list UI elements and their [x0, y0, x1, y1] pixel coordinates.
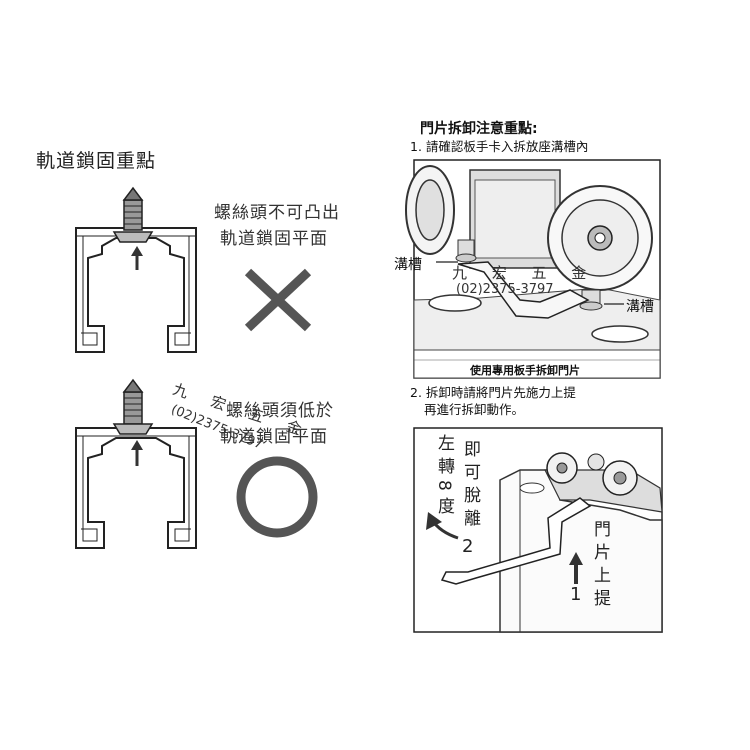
wrench-photo: [405, 159, 661, 379]
wrong-caption-line2: 軌道鎖固平面: [220, 229, 328, 249]
up-arrow-wrong: [131, 246, 143, 270]
right-caption: 螺絲頭須低於 軌道鎖固平面: [220, 398, 334, 450]
step2-line1: 2. 拆卸時請將門片先施力上提: [410, 385, 576, 400]
photo-caption: 使用專用板手拆卸門片: [470, 364, 580, 377]
screw-wrong: [112, 186, 154, 243]
right-caption-line2: 軌道鎖固平面: [220, 427, 328, 447]
watermark-phone-2: (02)2375-3797: [456, 282, 554, 297]
lift-photo: [413, 427, 663, 633]
wrong-caption-line1: 螺絲頭不可凸出: [214, 203, 340, 223]
right-caption-line1: 螺絲頭須低於: [226, 401, 334, 421]
cross-icon: [244, 268, 312, 332]
release-label: 即可脫離: [460, 440, 480, 532]
screw-right: [112, 378, 154, 435]
step-number-2: 2: [462, 536, 474, 557]
groove-label-right: 溝槽: [626, 299, 654, 315]
rail-profile-right: [75, 427, 197, 549]
door-removal-title: 門片拆卸注意重點:: [420, 121, 538, 137]
circle-icon: [236, 456, 318, 538]
rail-profile-wrong: [75, 227, 197, 353]
rail-fixing-title: 軌道鎖固重點: [36, 150, 157, 172]
step-number-1: 1: [570, 584, 582, 605]
rotate-label: 左轉8度: [434, 434, 454, 520]
step2-line2: 再進行拆卸動作。: [424, 402, 525, 417]
watermark-name-2: 九 宏 五 金: [452, 264, 597, 282]
groove-label-left: 溝槽: [394, 257, 422, 273]
up-arrow-right: [131, 440, 143, 466]
step1-text: 1. 請確認板手卡入拆放座溝槽內: [410, 139, 589, 154]
lift-label: 門片上提: [590, 520, 610, 612]
wrong-caption: 螺絲頭不可凸出 軌道鎖固平面: [214, 200, 340, 252]
